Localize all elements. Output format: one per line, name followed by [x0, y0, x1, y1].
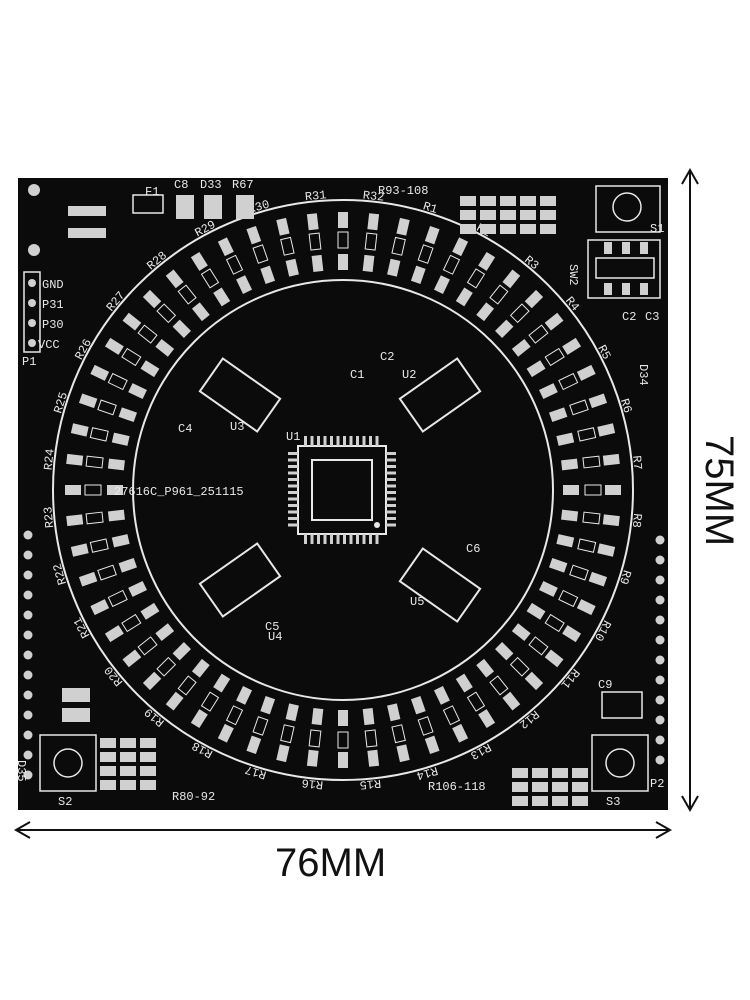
ic-u2	[398, 357, 482, 433]
header-p1	[23, 271, 41, 353]
ring-label: R14	[415, 763, 440, 783]
height-label: 75MM	[697, 435, 741, 546]
label-p31: P31	[42, 298, 64, 312]
width-dimension	[13, 821, 673, 839]
label-c5: C5	[265, 620, 279, 634]
label-r106-118: R106-118	[428, 780, 486, 794]
label-u1: U1	[286, 430, 300, 444]
outer-ring	[52, 199, 634, 781]
switch-sw2	[587, 239, 661, 299]
ring-components	[65, 212, 621, 768]
ring-label: R24	[42, 448, 58, 471]
label-r67: R67	[232, 178, 254, 192]
header-left-edge	[23, 530, 33, 780]
resistor-array-r93-108	[460, 196, 556, 234]
mcu-u1	[288, 436, 396, 544]
pcb-board	[18, 178, 668, 810]
label-c8: C8	[174, 178, 188, 192]
label-d33: D33	[200, 178, 222, 192]
ring-label: R16	[301, 775, 324, 791]
ring-label: R9	[616, 568, 634, 586]
label-d34: D34	[636, 364, 650, 386]
ic-u3	[198, 357, 282, 433]
label-r93-108: R93-108	[378, 184, 428, 198]
height-dimension	[681, 167, 699, 813]
label-c6: C6	[466, 542, 480, 556]
ic-u4	[198, 542, 282, 618]
ring-label: R8	[629, 513, 644, 529]
label-d35: D35	[14, 760, 28, 782]
ring-label: R17	[243, 762, 268, 782]
label-sw2: SW2	[566, 264, 580, 286]
silkscreen-code: 27616C_P961_251115	[114, 485, 244, 499]
width-label: 76MM	[275, 841, 386, 885]
ring-label: R31	[304, 188, 327, 204]
label-gnd: GND	[42, 278, 64, 292]
label-r80-92: R80-92	[172, 790, 215, 804]
label-f1: F1	[145, 185, 159, 199]
ic-u5	[398, 547, 482, 623]
label-c9: C9	[598, 678, 612, 692]
resistor-array-r80-92	[100, 738, 156, 790]
inner-ring	[132, 279, 554, 701]
ring-label: R5	[594, 343, 613, 362]
ring-label: R7	[629, 455, 644, 471]
ring-label: R15	[359, 776, 382, 792]
switch-s3	[591, 734, 649, 792]
ring-label: R1	[421, 199, 439, 217]
label-vcc: VCC	[38, 338, 60, 352]
ring-label: R23	[41, 506, 57, 529]
label-c2: C2	[380, 350, 394, 364]
header-p2	[655, 535, 665, 765]
ring-label: R6	[617, 397, 635, 415]
ring-label: R32	[362, 189, 385, 205]
label-u5: U5	[410, 595, 424, 609]
switch-s1	[595, 185, 661, 233]
label-c3: C3	[645, 310, 659, 324]
ring-label: R25	[51, 390, 71, 415]
label-p30: P30	[42, 318, 64, 332]
label-s3: S3	[606, 795, 620, 809]
ring-label: R22	[50, 562, 70, 587]
resistor-array-r106-118	[512, 768, 588, 806]
label-p1: P1	[22, 355, 36, 369]
label-s2: S2	[58, 795, 72, 809]
label-p2: P2	[650, 777, 664, 791]
label-u2: U2	[402, 368, 416, 382]
switch-s2	[39, 734, 97, 792]
label-c1: C1	[350, 368, 364, 382]
label-u3: U3	[230, 420, 244, 434]
label-u4: U4	[268, 630, 282, 644]
label-c2b: C2	[622, 310, 636, 324]
label-c4: C4	[178, 422, 192, 436]
label-s1: S1	[650, 222, 664, 236]
